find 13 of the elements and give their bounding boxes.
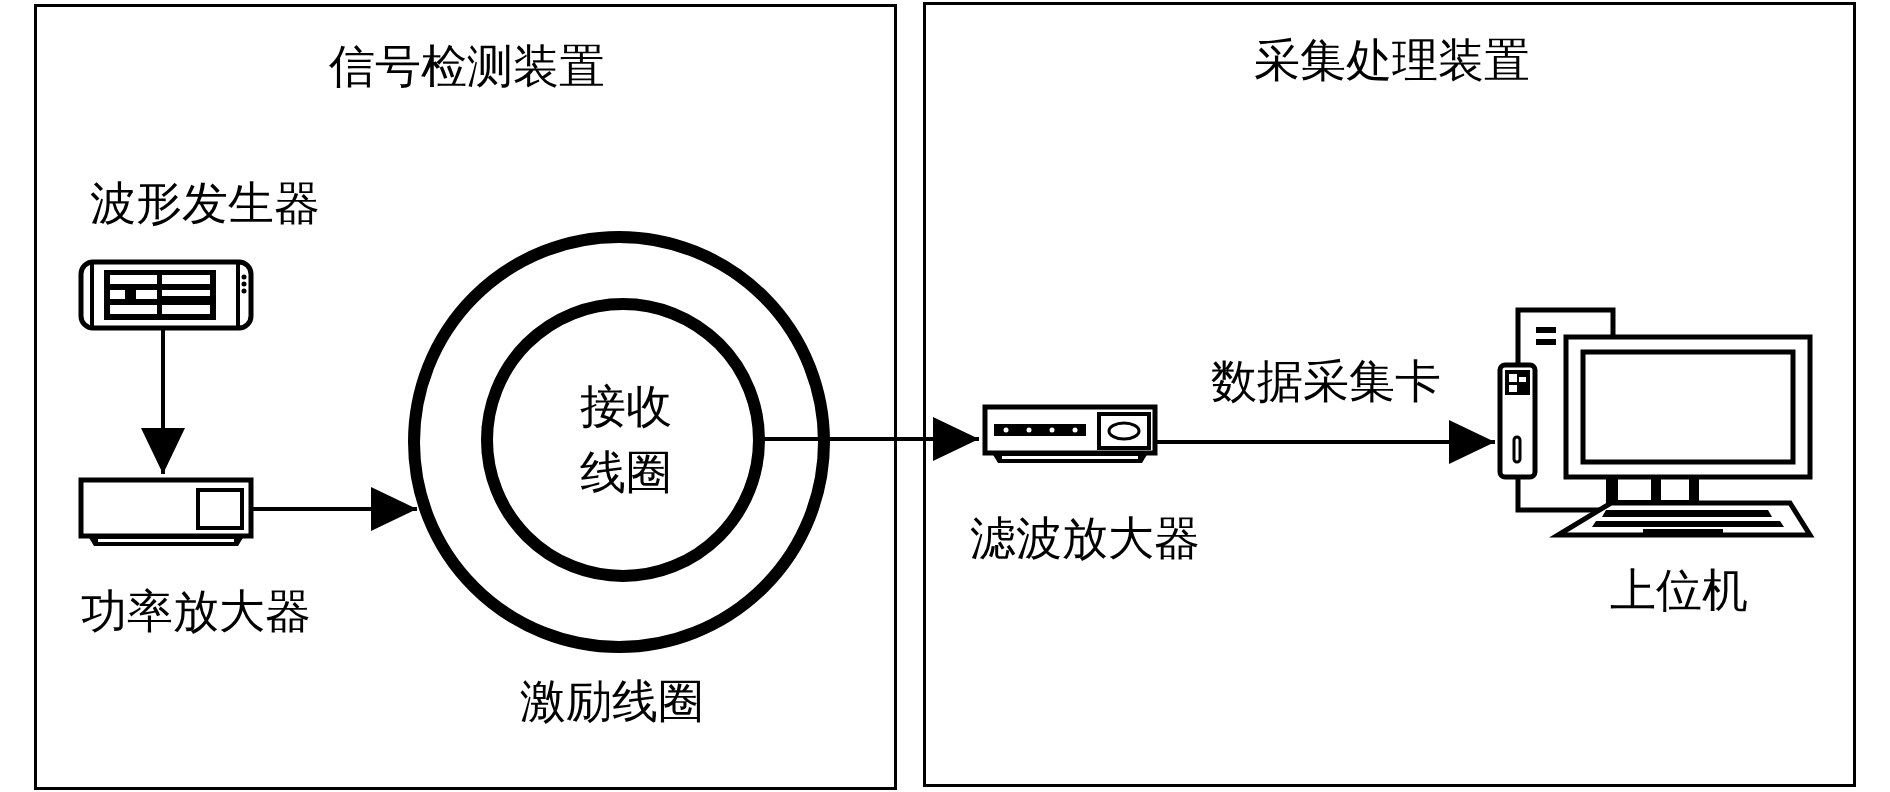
arrow <box>762 417 979 461</box>
coil-label: 接收线圈 <box>579 379 673 501</box>
device-label: 滤波放大器 <box>970 513 1200 565</box>
device-label: 功率放大器 <box>81 586 311 638</box>
panel-title: 信号检测装置 <box>329 41 605 93</box>
arrow <box>251 487 417 531</box>
panel-frame <box>923 2 1856 787</box>
panel-frame <box>34 4 897 790</box>
device-label: 波形发生器 <box>90 178 320 230</box>
device-label: 激励线圈 <box>520 676 704 728</box>
device-label: 上位机 <box>1610 565 1748 617</box>
panel-title: 采集处理装置 <box>1254 35 1530 87</box>
arrow <box>141 328 185 474</box>
